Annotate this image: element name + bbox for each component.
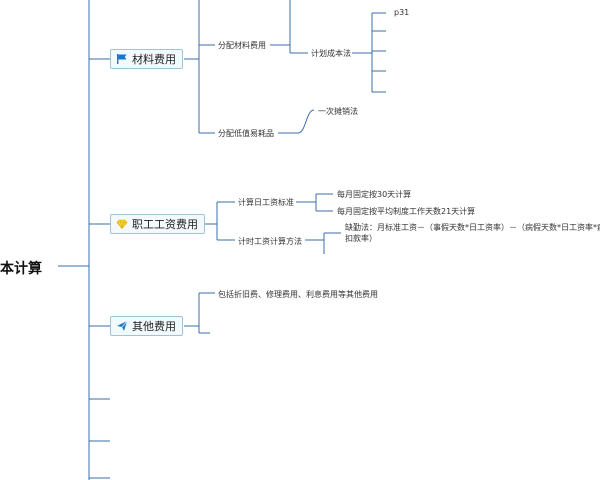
node-other-cost-detail[interactable]: 包括折旧费、修理费用、利息费用等其他费用 [218, 290, 378, 299]
branch-other-cost[interactable]: 其他费用 [110, 316, 183, 336]
node-21-days[interactable]: 每月固定按平均制度工作天数21天计算 [337, 207, 476, 216]
flag-icon [117, 54, 127, 64]
node-daily-wage-standard[interactable]: 计算日工资标准 [238, 198, 294, 207]
node-one-time-amortization[interactable]: 一次摊销法 [318, 107, 358, 116]
branch-material-cost[interactable]: 材料费用 [110, 49, 183, 69]
branch-label: 职工工资费用 [132, 218, 198, 231]
child-curve [297, 109, 315, 134]
branch-label: 材料费用 [132, 53, 176, 66]
diamond-icon [116, 219, 128, 229]
node-planned-cost-method[interactable]: 计划成本法 [311, 49, 351, 58]
node-time-wage-method[interactable]: 计时工资计算方法 [238, 237, 302, 246]
node-allocate-material[interactable]: 分配材料费用 [218, 41, 266, 50]
node-30-days[interactable]: 每月固定按30天计算 [337, 190, 412, 199]
node-p31[interactable]: p31 [394, 8, 410, 17]
node-absence-method[interactable]: 缺勤法：月标准工资－（事假天数*日工资率）－（病假天数*日工资率*病假扣款率） [345, 223, 600, 243]
root-topic[interactable]: 成本计算 [0, 258, 42, 278]
root-topic-label: 成本计算 [0, 261, 42, 277]
send-icon [117, 320, 128, 331]
branch-label: 其他费用 [132, 320, 176, 333]
branch-wage-cost[interactable]: 职工工资费用 [110, 214, 205, 234]
node-allocate-low-value[interactable]: 分配低值易耗品 [218, 129, 274, 138]
